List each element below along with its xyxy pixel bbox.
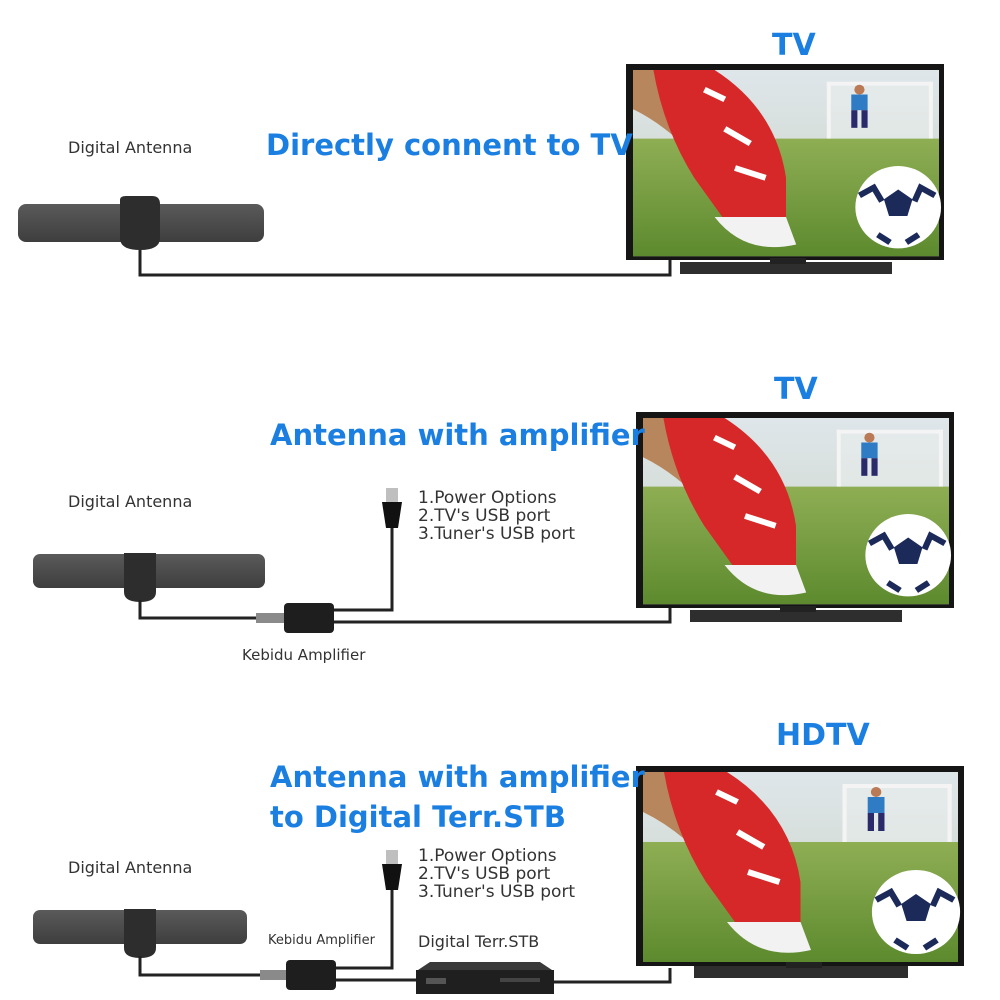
panel-1-tv — [626, 64, 944, 274]
panel-3-heading-line-2: to Digital Terr.STB — [270, 800, 566, 834]
panel-2-antenna-label: Digital Antenna — [68, 492, 193, 511]
panel-3-antenna-cable — [138, 956, 268, 977]
panel-2-heading: Antenna with amplifier — [270, 418, 645, 452]
panel-2-tv-label: TV — [774, 372, 818, 407]
panel-2-usb-cable — [334, 528, 394, 612]
panel-1-cable — [138, 250, 672, 277]
panel-3-amplifier-label: Kebidu Amplifier — [268, 933, 375, 948]
panel-3-stb-label: Digital Terr.STB — [418, 932, 540, 951]
panel-3-tv-label: HDTV — [776, 718, 870, 753]
panel-3-heading-line-1: Antenna with amplifier — [270, 760, 645, 794]
panel-2-tv — [636, 412, 954, 622]
power-option-item: 2.TV's USB port — [418, 864, 551, 884]
power-option-item: 3.Tuner's USB port — [418, 882, 576, 902]
panel-3-usb-cable — [336, 890, 394, 970]
power-option-item: 3.Tuner's USB port — [418, 524, 576, 544]
panel-2-amplifier — [256, 603, 334, 633]
panel-3-tv-cable — [554, 968, 672, 984]
power-option-item: 2.TV's USB port — [418, 506, 551, 526]
panel-1-tv-label: TV — [772, 28, 816, 63]
power-option-item: 1.Power Options — [418, 488, 557, 508]
panel-2-antenna-cable — [138, 600, 268, 620]
panel-2-power-options: 1.Power Options 2.TV's USB port 3.Tuner'… — [418, 489, 575, 543]
panel-3-amplifier — [260, 960, 336, 990]
panel-2-antenna — [33, 553, 265, 602]
panel-1-antenna-label: Digital Antenna — [68, 138, 193, 157]
panel-3-antenna — [33, 909, 247, 958]
panel-2-tv-cable — [334, 608, 672, 624]
panel-3-usb-plug — [382, 850, 402, 890]
panel-3-power-options: 1.Power Options 2.TV's USB port 3.Tuner'… — [418, 847, 575, 901]
panel-3-set-top-box — [416, 962, 554, 994]
panel-2-amplifier-label: Kebidu Amplifier — [242, 646, 366, 664]
panel-2-usb-plug — [382, 488, 402, 528]
panel-1-antenna — [18, 196, 264, 250]
panel-3-tv — [636, 766, 964, 978]
panel-1-heading: Directly connent to TV — [266, 128, 633, 162]
power-option-item: 1.Power Options — [418, 846, 557, 866]
panel-3-antenna-label: Digital Antenna — [68, 858, 193, 877]
